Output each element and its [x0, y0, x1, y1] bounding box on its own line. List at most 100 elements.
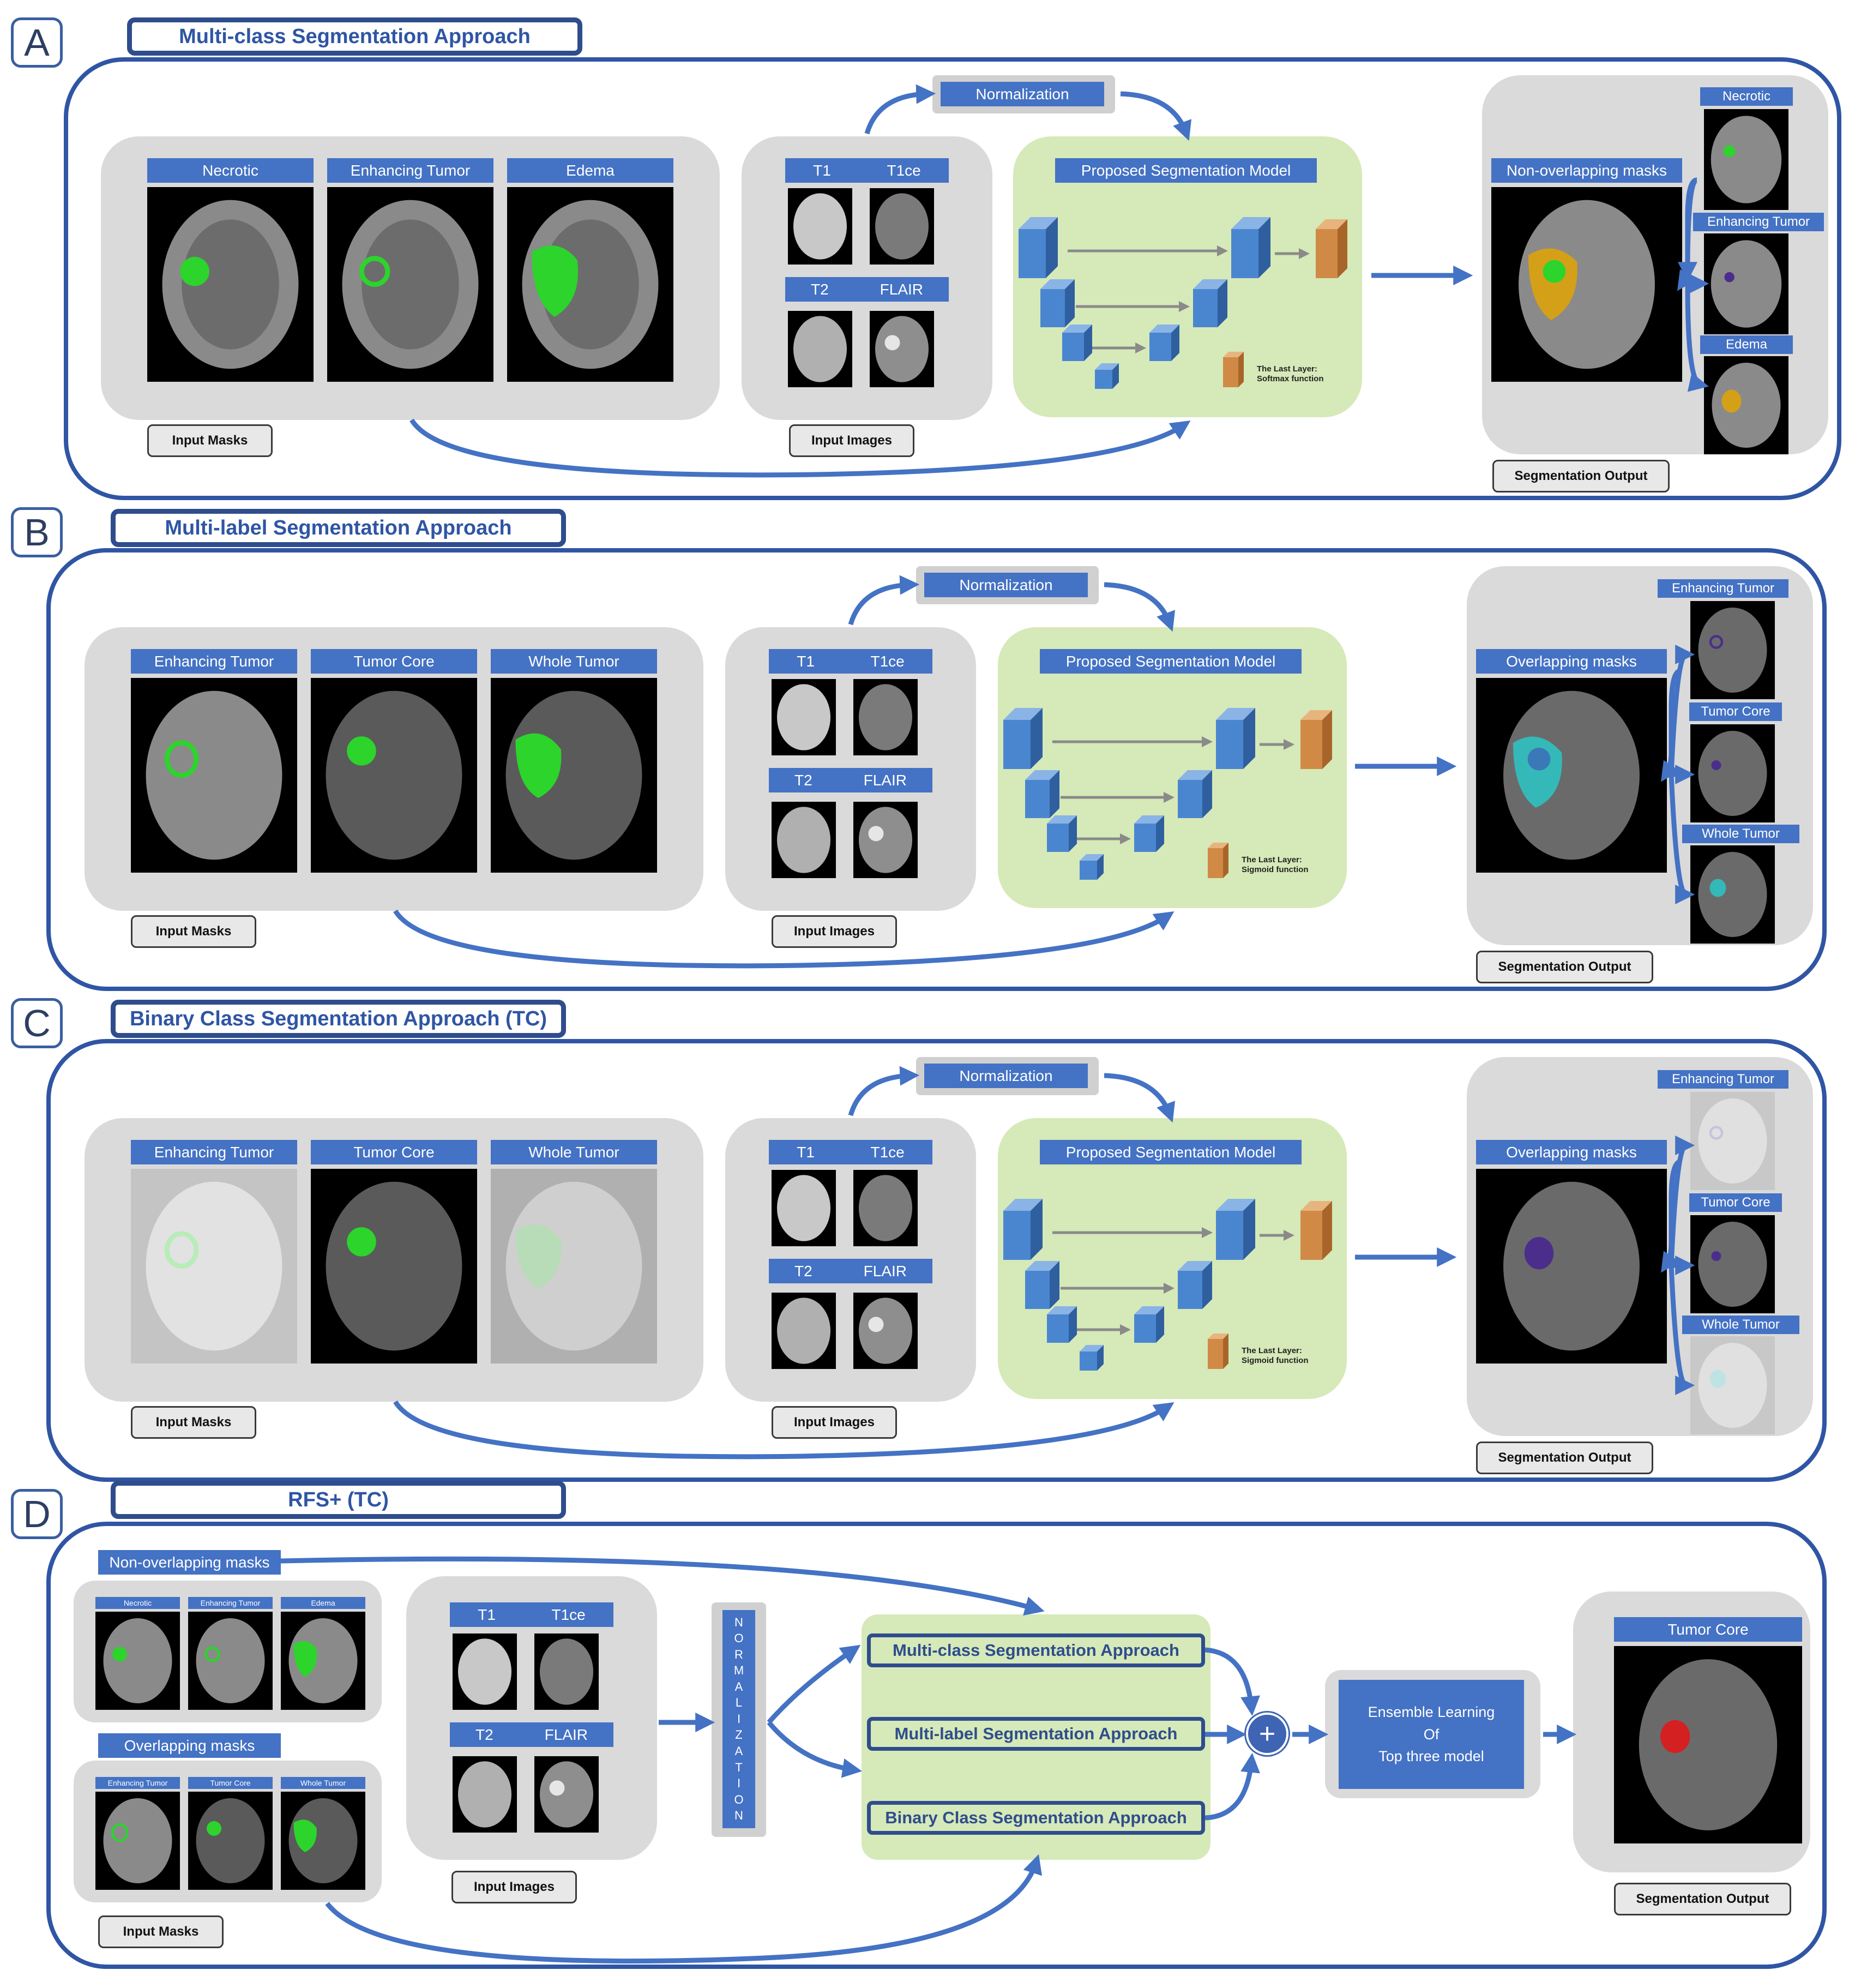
- panel-d-no-label-2: Enhancing Tumor: [188, 1597, 273, 1609]
- panel-c-output-mask-label-3: Whole Tumor: [1682, 1316, 1799, 1334]
- normalization-letter: A: [734, 1679, 743, 1693]
- normalization-letter: M: [733, 1663, 744, 1678]
- unet-block-icon: [1080, 1345, 1104, 1371]
- modality-flair: FLAIR: [863, 1262, 907, 1280]
- unet-block-icon: [1216, 1199, 1255, 1260]
- unet-block-icon: [1047, 1306, 1077, 1343]
- panel-c-normalization-label: Normalization: [924, 1064, 1088, 1088]
- panel-b-unet-diagram: [998, 704, 1347, 889]
- panel-a-output-image: [1491, 187, 1682, 382]
- modality-t2: T2: [475, 1726, 493, 1743]
- panel-a-t1-image: [788, 188, 852, 265]
- panel-b-output-mask-1: [1690, 601, 1775, 699]
- panel-d-ov-label-1: Enhancing Tumor: [95, 1777, 180, 1789]
- panel-b-output-mask-2: [1690, 724, 1775, 822]
- normalization-letter: O: [734, 1792, 744, 1806]
- panel-a-mask-image-1: [147, 187, 314, 382]
- panel-c-model-title: Proposed Segmentation Model: [1040, 1140, 1302, 1164]
- panel-a-output-mask-2: [1704, 233, 1788, 334]
- panel-a-letter: A: [11, 17, 63, 68]
- unet-block-icon: [1178, 1261, 1212, 1309]
- normalization-letter: Z: [735, 1728, 743, 1742]
- panel-b-t1-image: [772, 679, 836, 755]
- panel-c-output-label: Overlapping masks: [1476, 1140, 1667, 1164]
- panel-c-mask-image-1: [131, 1169, 297, 1364]
- panel-d-t1-image: [453, 1633, 517, 1710]
- panel-a-title: Multi-class Segmentation Approach: [127, 17, 582, 56]
- panel-a-last-layer-line-1: The Last Layer:: [1257, 364, 1317, 374]
- panel-a-output-label: Non-overlapping masks: [1491, 158, 1682, 183]
- panel-a-last-layer-caption: The Last Layer:Softmax function: [1257, 364, 1339, 392]
- panel-a-segmentation-output-label: Segmentation Output: [1492, 460, 1670, 493]
- panel-c-segmentation-output-label: Segmentation Output: [1476, 1442, 1653, 1474]
- panel-c-t1-image: [772, 1170, 836, 1246]
- ensemble-line-2: Of: [1423, 1726, 1440, 1743]
- panel-c-last-layer-line-2: Sigmoid function: [1242, 1356, 1309, 1365]
- panel-a-model-panel: [1013, 136, 1362, 417]
- unet-block-icon: [1208, 843, 1228, 878]
- ensemble-line-3: Top three model: [1378, 1748, 1484, 1765]
- panel-b-t2-image: [772, 802, 836, 878]
- panel-c-frame: [46, 1039, 1827, 1482]
- panel-c-letter: C: [11, 998, 63, 1048]
- panel-d-ov-label-3: Whole Tumor: [281, 1777, 365, 1789]
- normalization-letter: T: [735, 1760, 743, 1774]
- panel-d-flair-image: [534, 1756, 599, 1833]
- panel-d-title: RFS+ (TC): [111, 1481, 566, 1519]
- unet-block-icon: [1025, 770, 1059, 818]
- panel-c-output-mask-label-1: Enhancing Tumor: [1658, 1070, 1788, 1089]
- panel-b-last-layer-caption: The Last Layer:Sigmoid function: [1242, 855, 1323, 882]
- panel-d-approach-multi-class: Multi-class Segmentation Approach: [867, 1633, 1205, 1667]
- panel-c-t1ce-image: [853, 1170, 918, 1246]
- panel-b-last-layer-line-2: Sigmoid function: [1242, 865, 1309, 874]
- unet-block-icon: [1003, 708, 1043, 769]
- panel-d-approach-binary-class: Binary Class Segmentation Approach: [867, 1801, 1205, 1835]
- unet-block-icon: [1025, 1261, 1059, 1309]
- panel-d-output-image: [1614, 1646, 1802, 1843]
- panel-a-mask-label-2: Enhancing Tumor: [327, 158, 493, 183]
- panel-a-mask-image-3: [507, 187, 673, 382]
- unet-block-icon: [1316, 219, 1347, 278]
- panel-a-input-masks-label: Input Masks: [147, 424, 273, 457]
- unet-block-icon: [1047, 815, 1077, 852]
- modality-t1: T1: [478, 1606, 496, 1623]
- panel-d-no-image-3: [281, 1612, 365, 1710]
- panel-d-ov-image-2: [188, 1792, 273, 1890]
- unet-block-icon: [1216, 708, 1255, 769]
- panel-d-t1ce-image: [534, 1633, 599, 1710]
- unet-block-icon: [1193, 279, 1227, 327]
- panel-b-output-label: Overlapping masks: [1476, 649, 1667, 674]
- panel-b-segmentation-output-label: Segmentation Output: [1476, 951, 1653, 983]
- modality-t1ce: T1ce: [887, 161, 921, 179]
- panel-a-last-layer-line-2: Softmax function: [1257, 374, 1324, 383]
- panel-a-unet-diagram: [1013, 213, 1362, 398]
- panel-d-input-images-label: Input Images: [451, 1871, 577, 1903]
- panel-b-letter: B: [11, 507, 63, 557]
- panel-a-flair-image: [870, 311, 934, 387]
- unet-block-icon: [1231, 217, 1270, 278]
- panel-a-t1ce-image: [870, 188, 934, 265]
- ensemble-line-1: Ensemble Learning: [1368, 1704, 1495, 1721]
- modality-t1ce: T1ce: [870, 652, 905, 670]
- panel-c-output-mask-1: [1690, 1092, 1775, 1190]
- unet-block-icon: [1003, 1199, 1043, 1260]
- panel-d-no-label-3: Edema: [281, 1597, 365, 1609]
- panel-c-mask-image-3: [491, 1169, 657, 1364]
- panel-a-t2-image: [788, 311, 852, 387]
- panel-d-overlapping-label: Overlapping masks: [98, 1733, 281, 1758]
- panel-b-mask-image-1: [131, 678, 297, 873]
- normalization-letter: N: [734, 1615, 743, 1629]
- panel-b-model-title: Proposed Segmentation Model: [1040, 649, 1302, 674]
- panel-c-output-mask-label-2: Tumor Core: [1689, 1193, 1782, 1212]
- panel-b-mask-label-1: Enhancing Tumor: [131, 649, 297, 674]
- unet-block-icon: [1149, 325, 1179, 361]
- panel-d-ov-label-2: Tumor Core: [188, 1777, 273, 1789]
- modality-t2: T2: [794, 771, 812, 789]
- panel-a-output-mask-label-1: Necrotic: [1700, 87, 1793, 106]
